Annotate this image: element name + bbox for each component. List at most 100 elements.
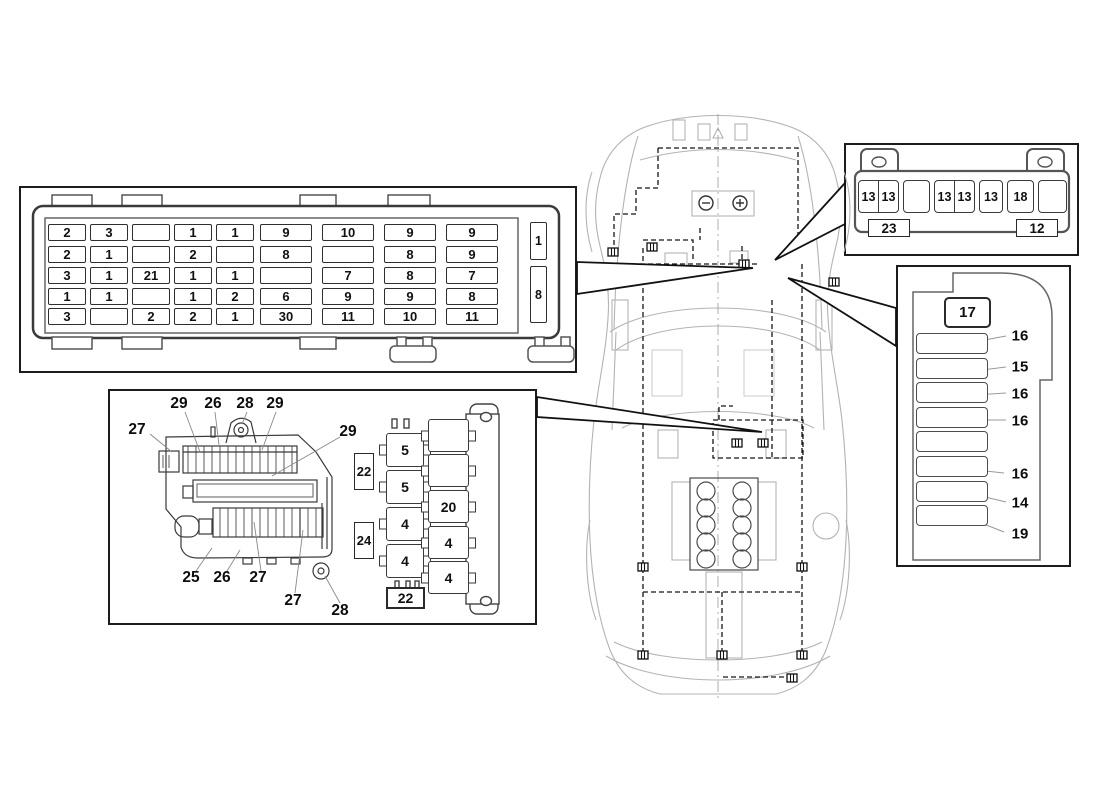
fuse-cell-side-2: 8 <box>530 266 547 323</box>
fuse-cell-r1-c4: 1 <box>174 224 212 241</box>
fuse-cell-r3-c8: 8 <box>384 267 436 284</box>
carrier-callout-29-5: 29 <box>266 395 284 412</box>
fuse-cell-r4-c5: 2 <box>216 288 254 305</box>
relay-left-4: 4 <box>386 544 424 578</box>
side-panel-slot-7 <box>916 481 988 502</box>
fuse-cell-r5-c1: 3 <box>48 308 86 325</box>
carrier-callout-25-7: 25 <box>182 569 200 586</box>
fuse-cell-r4-c2: 1 <box>90 288 128 305</box>
fuse-cell-r3-c9: 7 <box>446 267 498 284</box>
fuse-cell-r4-c3 <box>132 288 170 305</box>
fuse-cell-r2-c7 <box>322 246 374 263</box>
side-panel-slot-8 <box>916 505 988 526</box>
fuse-cell-r1-c1: 2 <box>48 224 86 241</box>
fuse-cell-r2-c1: 2 <box>48 246 86 263</box>
fuse-cell-r3-c2: 1 <box>90 267 128 284</box>
pointer-wedges <box>536 180 897 433</box>
fuse-cell-r5-c8: 10 <box>384 308 436 325</box>
strip-cell-value: 13 <box>878 181 898 212</box>
side-panel-slot-4 <box>916 407 988 428</box>
side-panel-slot-2 <box>916 358 988 379</box>
strip-cell-value: 13 <box>861 189 876 204</box>
side-panel-slot-1 <box>916 333 988 354</box>
strip-cell-2 <box>903 180 930 213</box>
fuse-cell-r3-c3: 21 <box>132 267 170 284</box>
carrier-callout-26-8: 26 <box>213 569 231 586</box>
fuse-cell-r1-c9: 9 <box>446 224 498 241</box>
fuse-cell-r2-c5 <box>216 246 254 263</box>
side-panel-slot-5 <box>916 431 988 452</box>
side-panel-slot-6 <box>916 456 988 477</box>
relay-bottom-label-22: 22 <box>386 587 425 609</box>
battery-symbol <box>698 195 748 211</box>
fuse-cell-r5-c9: 11 <box>446 308 498 325</box>
strip-label-23: 23 <box>868 219 910 237</box>
strip-label-12: 12 <box>1016 219 1058 237</box>
fuse-cell-r4-c9: 8 <box>446 288 498 305</box>
relay-side-label-24: 24 <box>354 522 374 559</box>
car-top-view <box>585 114 851 700</box>
side-panel-slot-label-4: 16 <box>1011 412 1029 430</box>
fuse-cell-r3-c6 <box>260 267 312 284</box>
relay-right-5: 4 <box>428 561 469 594</box>
strip-cell-5: 18 <box>1007 180 1034 213</box>
side-panel-slot-label-7: 14 <box>1011 494 1029 512</box>
engine-block <box>689 477 759 571</box>
relay-right-4: 4 <box>428 526 469 559</box>
relay-left-2: 5 <box>386 470 424 504</box>
fuse-cell-r4-c4: 1 <box>174 288 212 305</box>
fuse-cell-r4-c1: 1 <box>48 288 86 305</box>
strip-cell-value: 18 <box>1013 189 1028 204</box>
carrier-callout-29-6: 29 <box>339 423 357 440</box>
fuse-cell-r3-c5: 1 <box>216 267 254 284</box>
carrier-callout-28-11: 28 <box>331 602 349 619</box>
carrier-callout-27-1: 27 <box>128 421 146 438</box>
strip-cell-6 <box>1038 180 1067 213</box>
fuse-cell-r3-c4: 1 <box>174 267 212 284</box>
relay-right-2 <box>428 454 469 487</box>
relay-right-1 <box>428 419 469 452</box>
side-panel-slot-3 <box>916 382 988 403</box>
fuse-cell-r5-c5: 1 <box>216 308 254 325</box>
fuse-cell-r4-c6: 6 <box>260 288 312 305</box>
fuse-cell-r2-c9: 9 <box>446 246 498 263</box>
fuse-cell-r5-c6: 30 <box>260 308 312 325</box>
harness-connectors <box>607 242 840 683</box>
fuse-cell-r4-c7: 9 <box>322 288 374 305</box>
carrier-callout-27-9: 27 <box>249 569 267 586</box>
strip-cell-value <box>904 181 929 212</box>
fuse-cell-r2-c8: 8 <box>384 246 436 263</box>
relay-right-3: 20 <box>428 490 469 523</box>
fuse-cell-r1-c8: 9 <box>384 224 436 241</box>
fuse-cell-r2-c6: 8 <box>260 246 312 263</box>
fuse-cell-side-1: 1 <box>530 222 547 260</box>
carrier-callout-27-10: 27 <box>284 592 302 609</box>
carrier-callout-29-2: 29 <box>170 395 188 412</box>
fuse-cell-r5-c7: 11 <box>322 308 374 325</box>
side-panel-slot-label-3: 16 <box>1011 385 1029 403</box>
fuse-cell-r2-c2: 1 <box>90 246 128 263</box>
side-panel-slot-label-2: 15 <box>1011 358 1029 376</box>
strip-cell-value: 13 <box>954 181 974 212</box>
fuse-cell-r1-c3 <box>132 224 170 241</box>
fuse-cell-r5-c3: 2 <box>132 308 170 325</box>
carrier-callout-26-3: 26 <box>204 395 222 412</box>
fuse-cell-r1-c7: 10 <box>322 224 374 241</box>
fuse-cell-r3-c7: 7 <box>322 267 374 284</box>
side-panel-slot-label-6: 16 <box>1011 465 1029 483</box>
fuse-cell-r3-c1: 3 <box>48 267 86 284</box>
side-panel-slot-label-8: 19 <box>1011 525 1029 543</box>
fuse-cell-r2-c3 <box>132 246 170 263</box>
fuse-cell-r5-c2 <box>90 308 128 325</box>
relay-side-label-22: 22 <box>354 453 374 490</box>
carrier-callout-28-4: 28 <box>236 395 254 412</box>
relay-left-3: 4 <box>386 507 424 541</box>
fuse-cell-r1-c2: 3 <box>90 224 128 241</box>
side-panel-slot-label-1: 16 <box>1011 327 1029 345</box>
strip-cell-value: 13 <box>937 189 952 204</box>
fuse-cell-r4-c8: 9 <box>384 288 436 305</box>
fuse-cell-r5-c4: 2 <box>174 308 212 325</box>
